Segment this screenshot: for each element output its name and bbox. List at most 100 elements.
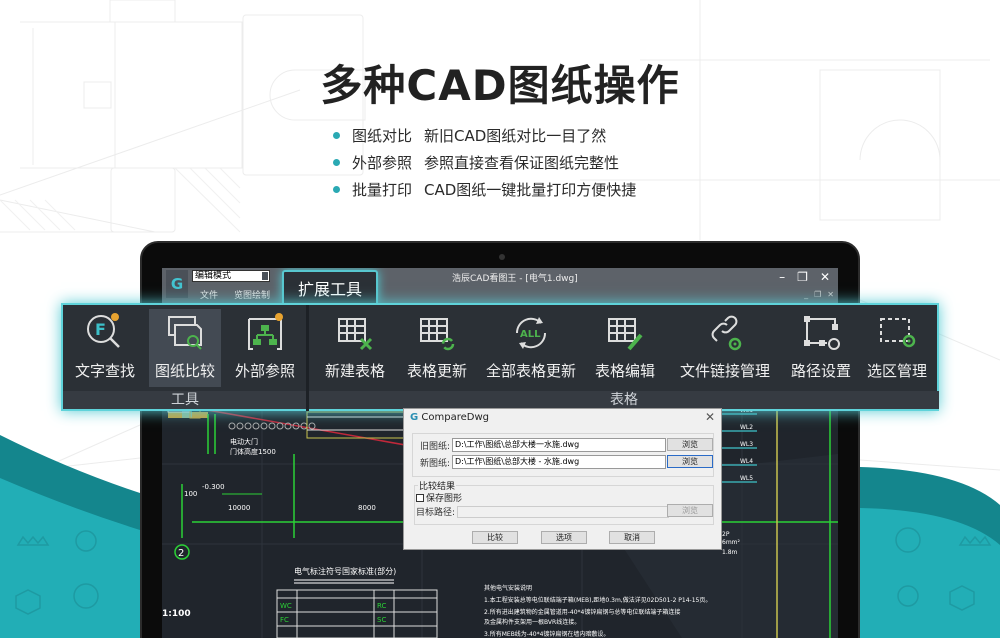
bullet-dot-icon: [333, 132, 340, 139]
dialog-close-icon[interactable]: ✕: [704, 410, 715, 424]
svg-text:2P: 2P: [722, 531, 730, 538]
drawing-compare-icon: [168, 316, 202, 350]
axis-label: 2: [178, 548, 184, 559]
group-divider: [306, 305, 309, 411]
svg-text:10000: 10000: [228, 504, 250, 512]
close-icon[interactable]: ✕: [819, 270, 830, 284]
target-path-row: 目标路径:: [416, 505, 670, 518]
feature-item: 批量打印 CAD图纸一键批量打印方便快捷: [333, 176, 636, 203]
new-drawing-input[interactable]: D:\工作\图纸\总部大楼 - 水施.dwg: [452, 455, 666, 469]
doc-restore-icon[interactable]: ❐: [814, 290, 822, 299]
svg-text:FC: FC: [280, 616, 289, 624]
checkbox-box[interactable]: [416, 493, 424, 502]
old-drawing-row: 旧图纸: D:\工作\图纸\总部大楼一水施.dwg: [412, 438, 666, 452]
svg-text:SC: SC: [377, 616, 386, 624]
bullet-dot-icon: [333, 159, 340, 166]
feature-item: 图纸对比 新旧CAD图纸对比一目了然: [333, 122, 636, 149]
compare-button[interactable]: 比较: [472, 531, 518, 544]
svg-text:-0.300: -0.300: [202, 483, 225, 491]
cancel-button[interactable]: 取消: [609, 531, 655, 544]
old-drawing-label: 旧图纸:: [419, 441, 450, 452]
tool-label: 文件链接管理: [679, 362, 770, 380]
tool-label: 全部表格更新: [485, 362, 576, 380]
mode-select[interactable]: 编辑模式: [192, 270, 270, 282]
svg-text:WL5: WL5: [740, 475, 753, 482]
feature-desc: CAD图纸一键批量打印方便快捷: [424, 181, 637, 199]
app-logo-icon[interactable]: G: [166, 270, 188, 298]
result-group: [414, 485, 714, 525]
svg-text:电气标注符号国家标准(部分): 电气标注符号国家标准(部分): [294, 566, 396, 576]
dropdown-arrow-icon[interactable]: [262, 272, 268, 280]
new-table-icon: [338, 318, 373, 351]
selection-manage-icon: [880, 318, 916, 348]
old-drawing-input[interactable]: D:\工作\图纸\总部大楼一水施.dwg: [452, 438, 666, 452]
feature-list: 图纸对比 新旧CAD图纸对比一目了然 外部参照 参照直接查看保证图纸完整性 批量…: [333, 122, 636, 203]
options-button[interactable]: 选项: [541, 531, 587, 544]
table-edit-button[interactable]: 表格编辑: [585, 309, 665, 387]
file-link-manage-button[interactable]: 文件链接管理: [669, 309, 781, 387]
new-table-button[interactable]: 新建表格: [315, 309, 395, 387]
svg-text:1:100: 1:100: [162, 609, 191, 619]
external-reference-icon: [248, 313, 283, 350]
feature-key: 外部参照: [352, 154, 413, 172]
svg-text:3.所有MEB线为-40*4镀锌扁钢在墙内暗敷设。: 3.所有MEB线为-40*4镀锌扁钢在墙内暗敷设。: [484, 630, 609, 638]
svg-text:F: F: [95, 320, 106, 339]
svg-text:ALL: ALL: [520, 329, 541, 340]
old-browse-button[interactable]: 浏览: [667, 438, 713, 451]
text-search-button[interactable]: F 文字查找: [69, 309, 141, 387]
target-path-input[interactable]: [457, 505, 670, 518]
window-title: 浩辰CAD看图王 - [电气1.dwg]: [452, 274, 578, 284]
ribbon-group-tools: F 文字查找 图纸比较 外部参照: [63, 305, 307, 411]
menu-view-draw[interactable]: 览图绘制: [234, 291, 271, 301]
result-group-title: 比较结果: [418, 479, 457, 492]
tool-label: 外部参照: [234, 362, 295, 380]
mode-select-value: 编辑模式: [195, 271, 232, 281]
svg-text:2.所有进出建筑物的金属管道用-40*4镀锌扁钢与总等电位联: 2.所有进出建筑物的金属管道用-40*4镀锌扁钢与总等电位联结端子箱连接: [484, 608, 680, 616]
page-headline: 多种CAD图纸操作: [320, 61, 680, 110]
doc-close-icon[interactable]: ✕: [827, 290, 834, 299]
title-bar: G 编辑模式 文件 览图绘制 浩辰CAD看图王 - [电气1.dwg] – ❐ …: [162, 268, 838, 304]
save-drawing-checkbox[interactable]: 保存图形: [416, 491, 462, 504]
new-drawing-label: 新图纸:: [419, 458, 450, 469]
tab-extension-tools[interactable]: 扩展工具: [282, 270, 378, 304]
table-edit-icon: [608, 318, 643, 351]
new-browse-button[interactable]: 浏览: [667, 455, 713, 468]
minimize-icon[interactable]: –: [779, 270, 786, 284]
target-browse-button[interactable]: 浏览: [667, 504, 713, 517]
tool-label: 选区管理: [866, 362, 927, 380]
tool-label: 图纸比较: [154, 362, 215, 380]
ribbon-toolbar: F 文字查找 图纸比较 外部参照: [61, 303, 939, 411]
svg-text:8000: 8000: [358, 504, 376, 512]
doc-minimize-icon[interactable]: _: [804, 290, 809, 299]
feature-desc: 参照直接查看保证图纸完整性: [424, 154, 620, 172]
checkbox-label: 保存图形: [426, 494, 463, 504]
drawing-compare-button[interactable]: 图纸比较: [149, 309, 221, 387]
crown-icon: [16, 535, 50, 546]
refresh-all-icon: ALL: [515, 317, 547, 349]
table-refresh-icon: [420, 318, 455, 351]
menu-file[interactable]: 文件: [200, 291, 219, 301]
selection-manage-button[interactable]: 选区管理: [861, 309, 933, 387]
file-select-frame: [412, 433, 714, 477]
feature-key: 图纸对比: [352, 127, 413, 145]
ribbon-group-table: 新建表格 表格更新 ALL 全部表格更新 表格编辑: [309, 305, 939, 411]
dialog-title: G CompareDwg: [410, 412, 489, 423]
svg-text:100: 100: [184, 490, 197, 498]
tool-label: 文字查找: [74, 362, 135, 380]
tool-label: 表格编辑: [594, 362, 655, 380]
restore-icon[interactable]: ❐: [797, 270, 808, 284]
document-controls: _ ❐ ✕: [804, 290, 834, 299]
camera-icon: [499, 254, 505, 260]
table-refresh-button[interactable]: 表格更新: [397, 309, 477, 387]
svg-text:WL4: WL4: [740, 458, 753, 465]
compare-app-icon: G: [410, 412, 419, 423]
external-reference-button[interactable]: 外部参照: [229, 309, 301, 387]
svg-text:WL2: WL2: [740, 424, 753, 431]
refresh-all-tables-button[interactable]: ALL 全部表格更新: [479, 309, 583, 387]
text-search-icon: F: [87, 313, 120, 348]
path-settings-button[interactable]: 路径设置: [783, 309, 859, 387]
svg-text:电动大门: 电动大门: [230, 437, 258, 446]
svg-text:其他电气安装说明: 其他电气安装说明: [484, 584, 532, 592]
